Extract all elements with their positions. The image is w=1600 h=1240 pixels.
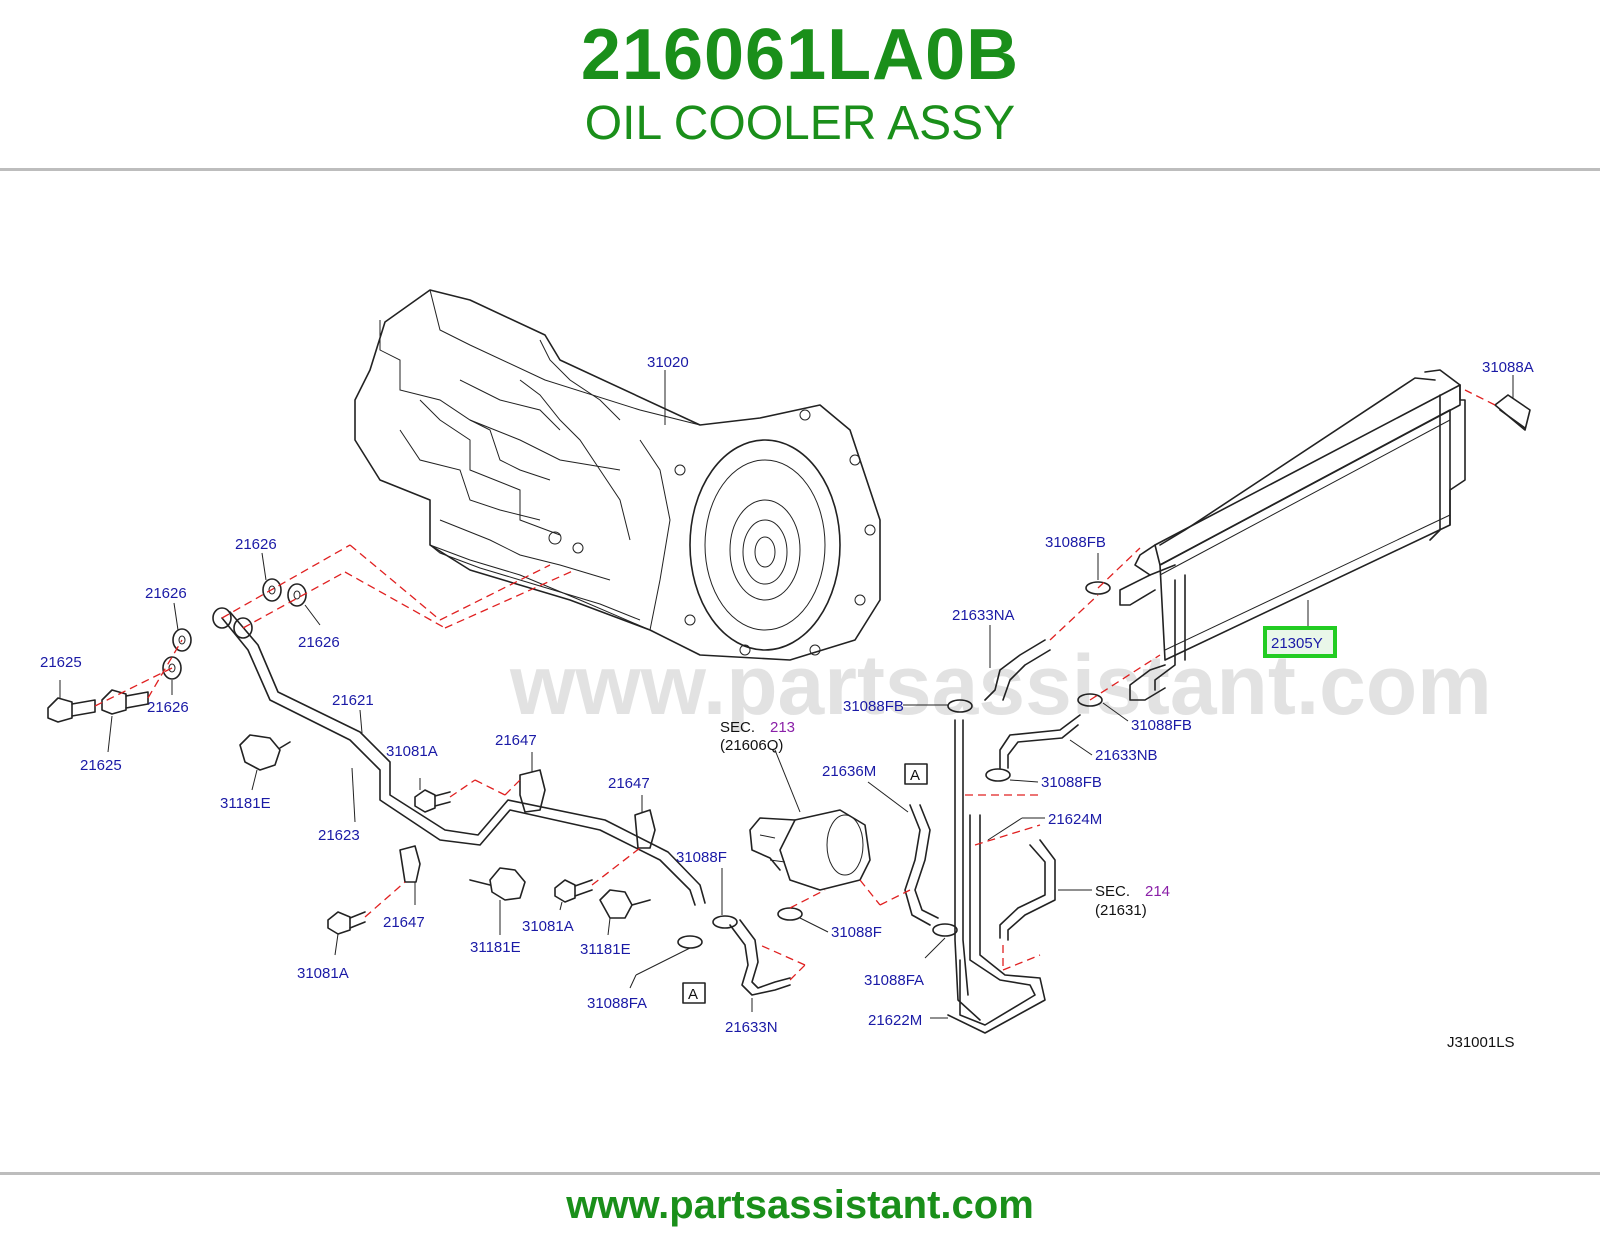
label-21633NA[interactable]: 21633NA [952,607,1015,624]
label-31088FB-1[interactable]: 31088FB [1045,534,1106,551]
parts-diagram: www.partsassistant.com 31020 [40,289,1534,1051]
part-number-title: 216061LA0B [580,15,1020,95]
oil-cooler-21305Y[interactable] [1119,369,1466,701]
diagram-code: J31001LS [1447,1034,1515,1051]
label-sec213-ref: (21606Q) [720,737,783,754]
label-sec213-number[interactable]: 213 [770,719,795,736]
label-31088FB-4[interactable]: 31088FB [1041,774,1102,791]
label-21621[interactable]: 21621 [332,692,374,709]
highlight-box-21305Y [1263,626,1337,658]
clamp-31088F-left[interactable] [712,915,738,929]
tube-21624M[interactable] [947,814,1046,1034]
label-31088A[interactable]: 31088A [1482,359,1534,376]
label-21647-3[interactable]: 21647 [383,914,425,931]
label-21636M[interactable]: 21636M [822,763,876,780]
label-21305Y[interactable]: 21305Y [1271,635,1323,652]
label-31081A-3[interactable]: 31081A [297,965,349,982]
label-31088FB-3[interactable]: 31088FB [1131,717,1192,734]
label-31088F-1[interactable]: 31088F [676,849,727,866]
label-21623[interactable]: 21623 [318,827,360,844]
top-divider [0,168,1600,171]
label-21647-2[interactable]: 21647 [608,775,650,792]
label-31181E-3[interactable]: 31181E [580,941,631,958]
bottom-divider [0,1172,1600,1175]
label-21625-1[interactable]: 21625 [40,654,82,671]
watermark-text: www.partsassistant.com [509,638,1492,732]
box-marker-a-1 [904,763,928,785]
clamp-31181E[interactable] [239,734,651,919]
washer-21626[interactable] [162,578,307,680]
label-21625-2[interactable]: 21625 [80,757,122,774]
label-21626-2[interactable]: 21626 [145,585,187,602]
clamp-31088F-center[interactable] [777,907,803,921]
label-sec214-number[interactable]: 214 [1145,883,1170,900]
label-21622M[interactable]: 21622M [868,1012,922,1029]
label-21626-4[interactable]: 21626 [147,699,189,716]
pipe-21621[interactable] [212,607,706,906]
hose-21636M[interactable] [904,804,939,926]
label-box-a-2: A [688,986,698,1003]
box-marker-a-2 [682,982,706,1004]
label-box-a-1: A [910,767,920,784]
label-sec214-prefix: SEC. [1095,883,1130,900]
label-sec214-ref: (21631) [1095,902,1147,919]
label-31020[interactable]: 31020 [647,354,689,371]
clamp-31088FA-right[interactable] [932,923,958,937]
label-21647-1[interactable]: 21647 [495,732,537,749]
part-name-subtitle: OIL COOLER ASSY [584,97,1016,150]
tube-21622M[interactable] [954,719,981,1021]
header: 216061LA0B OIL COOLER ASSY [0,0,1600,168]
label-21633N[interactable]: 21633N [725,1019,778,1036]
hose-21633NB[interactable] [999,714,1081,769]
label-31088FB-2[interactable]: 31088FB [843,698,904,715]
bolt-31088A[interactable] [1494,394,1531,431]
label-31088FA-2[interactable]: 31088FA [864,972,924,989]
hose-21633NA[interactable] [984,639,1051,701]
label-21633NB[interactable]: 21633NB [1095,747,1158,764]
label-31181E-1[interactable]: 31181E [220,795,271,812]
label-21624M[interactable]: 21624M [1048,811,1102,828]
clamp-31088FA-left[interactable] [677,935,703,949]
hose-21633N[interactable] [729,919,791,996]
oil-filter-sec213[interactable] [749,809,871,891]
label-31088FA-1[interactable]: 31088FA [587,995,647,1012]
bolt-31081A[interactable] [327,789,593,935]
clamp-31088FB[interactable] [947,581,1111,782]
transmission-31020[interactable] [354,289,881,661]
label-31081A-1[interactable]: 31081A [386,743,438,760]
label-31081A-2[interactable]: 31081A [522,918,574,935]
footer-url-link[interactable]: www.partsassistant.com [566,1183,1034,1227]
label-31088F-2[interactable]: 31088F [831,924,882,941]
label-21626-3[interactable]: 21626 [298,634,340,651]
hose-sec214[interactable] [999,839,1056,941]
label-21626-1[interactable]: 21626 [235,536,277,553]
bolt-21625[interactable] [47,689,149,723]
label-sec213-prefix: SEC. [720,719,755,736]
bracket-21647[interactable] [399,769,656,883]
label-31181E-2[interactable]: 31181E [470,939,521,956]
